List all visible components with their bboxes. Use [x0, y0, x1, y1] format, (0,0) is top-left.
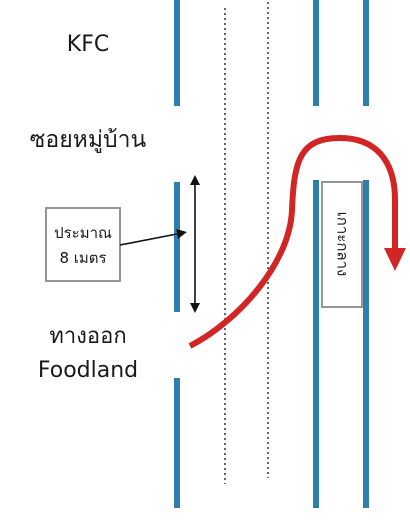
kfc-label: KFC — [67, 32, 109, 57]
distance-label-line2: 8 เมตร — [59, 249, 106, 267]
exit-label-line1: ทางออก — [49, 324, 126, 349]
median-box — [321, 181, 363, 308]
soi-label: ซอยหมู่บ้าน — [30, 127, 147, 153]
median-label: เกาะกลาง — [334, 212, 352, 277]
distance-box — [45, 207, 121, 282]
route-arrowhead — [384, 248, 406, 271]
distance-label-line1: ประมาณ — [54, 224, 112, 242]
exit-label-line2: Foodland — [38, 358, 138, 383]
distance-leader-line — [119, 229, 187, 246]
route-uturn-path — [188, 135, 398, 349]
